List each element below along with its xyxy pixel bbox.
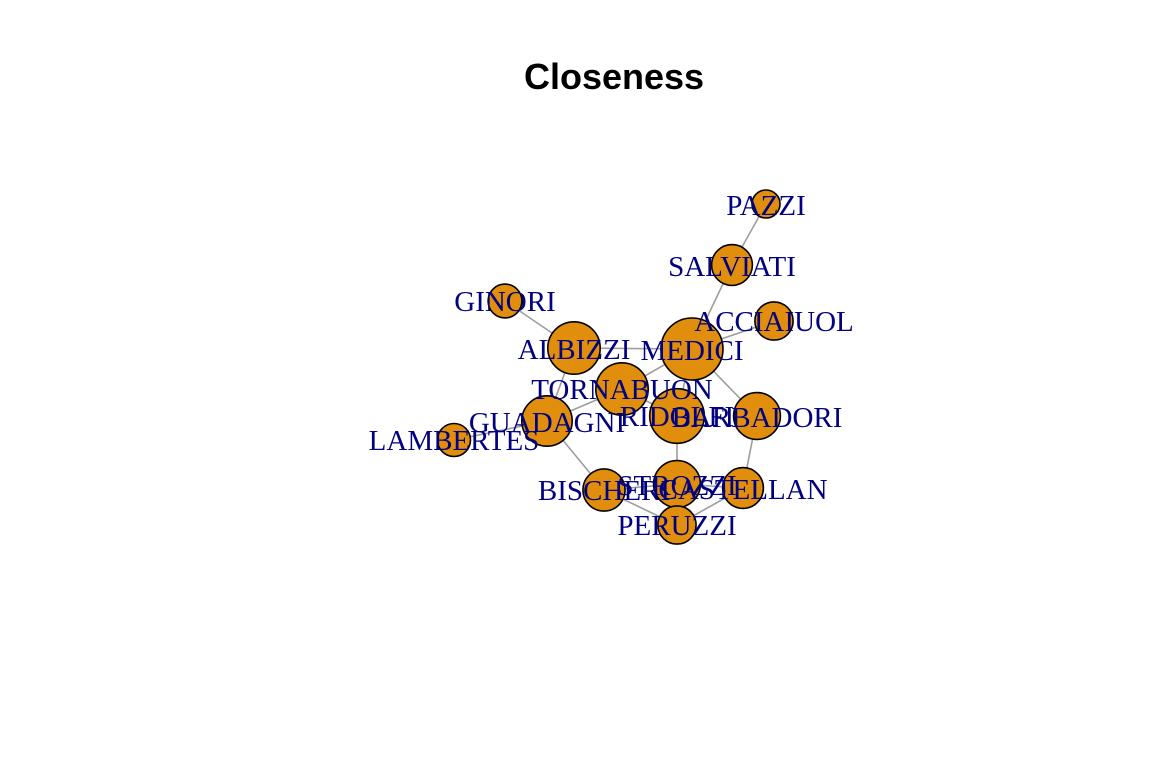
node-salviati [710, 243, 754, 287]
node-label-guadagni: GUADAGNI [469, 407, 625, 439]
node-label-barbadori: BARBADORI [672, 402, 843, 434]
node-medici [660, 317, 724, 381]
node-pazzi [751, 189, 781, 219]
node-lambertes [436, 422, 472, 458]
node-label-bischeri: BISCHERI [538, 475, 670, 507]
node-label-peruzzi: PERUZZI [617, 510, 736, 542]
node-peruzzi [657, 505, 697, 545]
nodes-layer [436, 189, 794, 545]
node-tornabuon [594, 361, 649, 416]
node-label-acciaiuol: ACCIAIUOL [694, 306, 854, 338]
node-acciaiuol [754, 301, 794, 341]
node-label-strozzi: STROZZI [617, 470, 736, 502]
node-label-lambertes: LAMBERTES [369, 425, 540, 457]
node-label-ridolfi: RIDOLFI [620, 401, 734, 433]
node-label-salviati: SALVIATI [668, 251, 796, 283]
node-ridolfi [648, 387, 706, 445]
node-albizzi [546, 320, 601, 375]
node-guadagni [520, 394, 573, 447]
node-label-tornabuon: TORNABUON [531, 374, 713, 406]
node-ginori [487, 283, 523, 319]
node-label-pazzi: PAZZI [726, 190, 806, 222]
plot-title: Closeness [523, 56, 705, 97]
node-barbadori [732, 391, 782, 441]
node-castellan [721, 466, 765, 510]
node-label-castellan: CASTELLAN [658, 474, 827, 506]
node-label-albizzi: ALBIZZI [518, 334, 631, 366]
node-label-medici: MEDICI [640, 335, 743, 367]
labels-layer: PAZZI SALVIATI ACCIAIUOL GINORI ALBIZZI MEDIC… [369, 190, 854, 542]
node-label-ginori: GINORI [454, 286, 556, 318]
node-bischeri [582, 468, 626, 512]
